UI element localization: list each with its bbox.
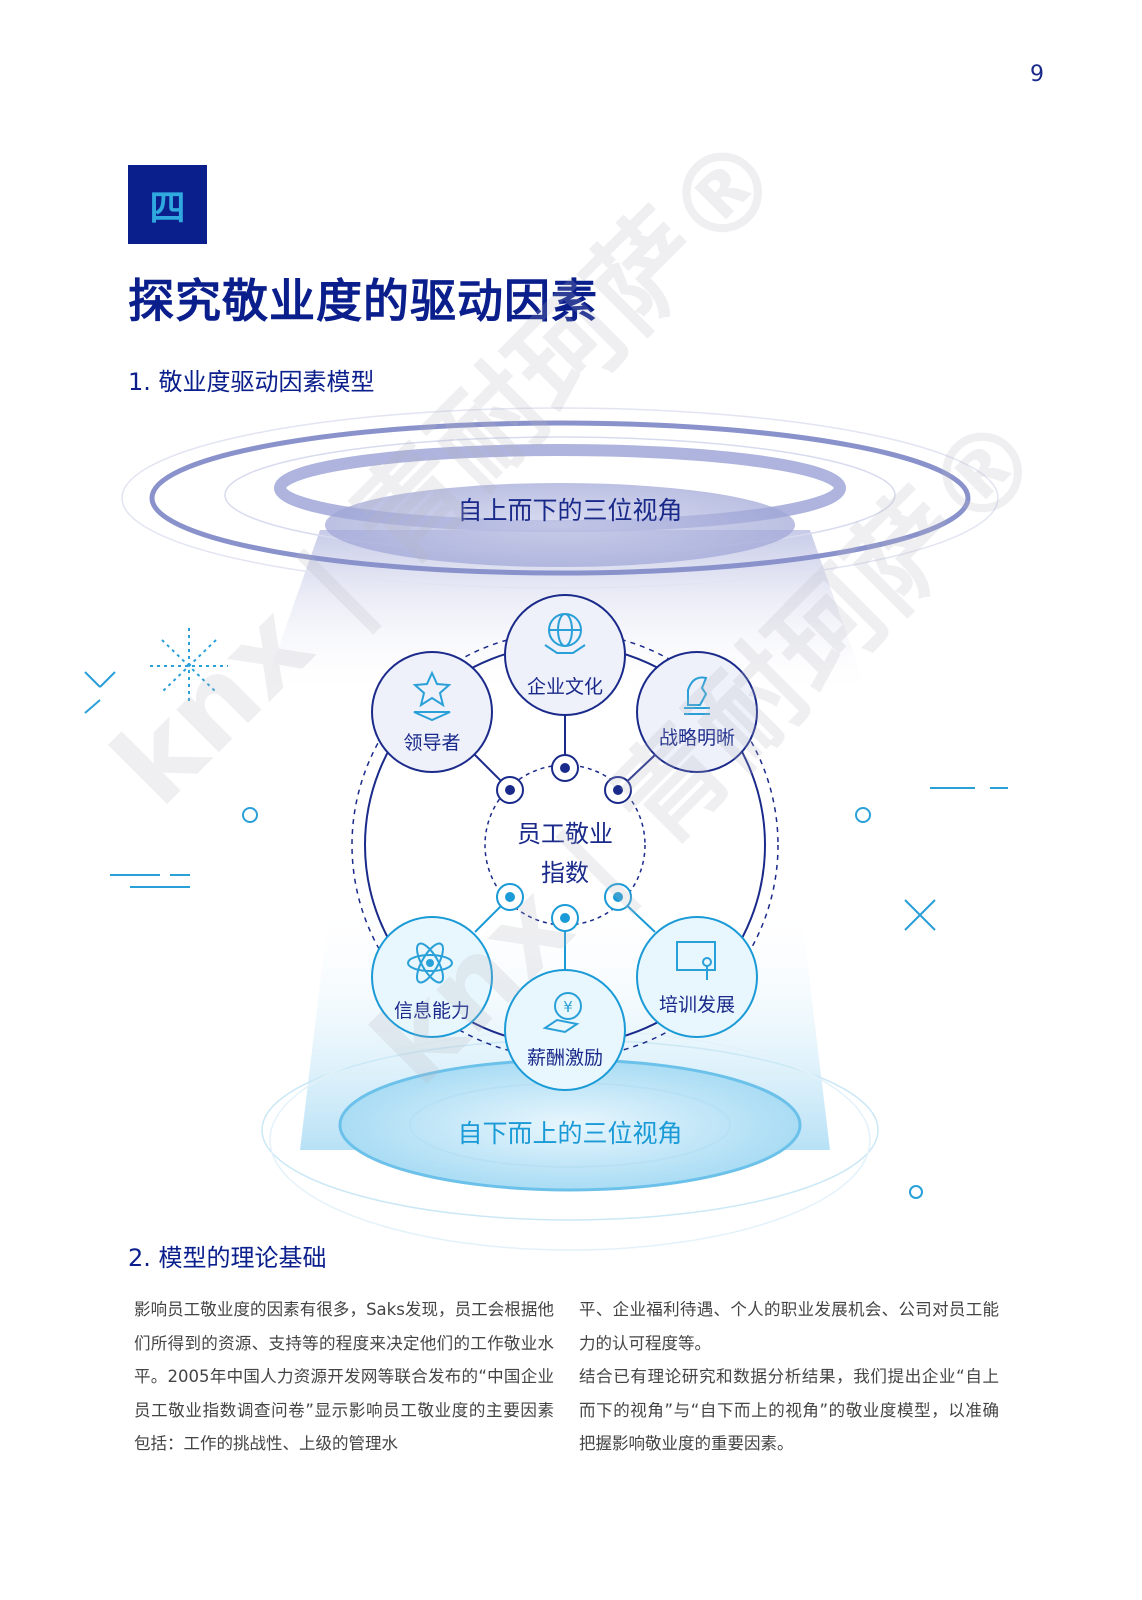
atom-icon — [407, 942, 453, 984]
node-label: 领导者 — [403, 732, 460, 754]
chapter-badge: 四 — [128, 165, 207, 244]
node-label: 薪酬激励 — [527, 1047, 603, 1069]
node-label: 战略明晰 — [659, 727, 735, 749]
center-label-line2: 指数 — [541, 859, 589, 887]
decorations — [84, 628, 1008, 1199]
body-column-1: 影响员工敬业度的因素有很多，Saks发现，员工会根据他们所得到的资源、支持等的程… — [134, 1300, 554, 1453]
node-strategy: 战略明晰 — [636, 651, 758, 773]
node-label: 信息能力 — [394, 1000, 470, 1022]
body-paragraph: 平、企业福利待遇、个人的职业发展机会、公司对员工能力的认可程度等。 — [579, 1300, 999, 1353]
center-label-line1: 员工敬业 — [517, 820, 613, 848]
top-perspective-label: 自上而下的三位视角 — [457, 496, 682, 525]
star-leader-icon — [412, 670, 452, 722]
section2-heading: 2. 模型的理论基础 — [128, 1244, 327, 1272]
yen-hand-icon: ¥ — [542, 992, 582, 1034]
svg-text:¥: ¥ — [563, 998, 573, 1016]
section1-heading: 1. 敬业度驱动因素模型 — [128, 368, 375, 396]
page-title: 探究敬业度的驱动因素 — [128, 274, 598, 328]
node-label: 培训发展 — [659, 994, 735, 1016]
engagement-driver-diagram: 企业文化 领导者 战略明晰 信息能力 ¥ 薪酬激励 培训发展 自上而下的三位视角… — [84, 407, 1008, 1251]
page-number: 9 — [1030, 62, 1044, 87]
node-compensation: ¥ 薪酬激励 — [504, 969, 626, 1091]
body-column-2: 平、企业福利待遇、个人的职业发展机会、公司对员工能力的认可程度等。 结合已有理论… — [579, 1293, 999, 1461]
connector-dots — [496, 754, 632, 932]
node-training: 培训发展 — [636, 916, 758, 1038]
presentation-board-icon — [676, 941, 716, 980]
top-platform — [121, 407, 999, 589]
bottom-perspective-label: 自下而上的三位视角 — [457, 1119, 682, 1148]
chess-knight-icon — [684, 676, 710, 715]
globe-handshake-icon — [544, 613, 586, 654]
node-label: 企业文化 — [527, 676, 603, 698]
node-info-capability: 信息能力 — [371, 916, 493, 1038]
chapter-number: 四 — [149, 187, 186, 229]
bottom-platform — [261, 1029, 879, 1251]
body-paragraph: 结合已有理论研究和数据分析结果，我们提出企业“自上而下的视角”与“自下而上的视角… — [579, 1367, 999, 1453]
node-leader: 领导者 — [371, 651, 493, 773]
sparkle-icon — [150, 628, 228, 705]
node-enterprise-culture: 企业文化 — [504, 594, 626, 716]
